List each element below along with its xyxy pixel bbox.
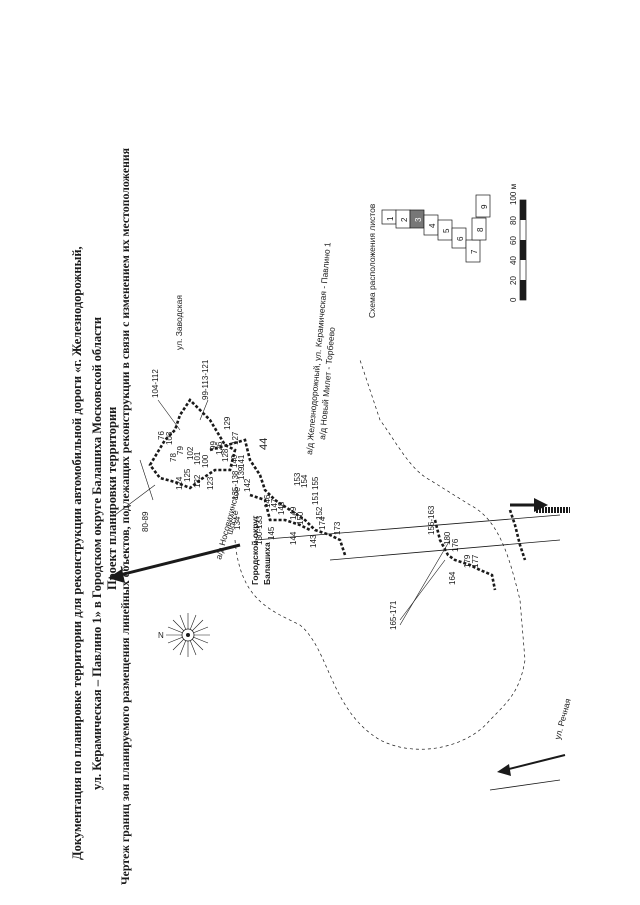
label-177: 177 bbox=[471, 554, 480, 568]
label-152: 152 bbox=[315, 506, 324, 520]
road-label-zavodskaya: ул. Заводская bbox=[174, 295, 184, 350]
road-label-rechnaya: ул. Речная bbox=[552, 697, 573, 740]
label-135-138: 135-138 bbox=[231, 470, 240, 500]
compass-north-label: N bbox=[158, 631, 164, 640]
sheet-label-8: 8 bbox=[476, 227, 485, 232]
label-122: 122 bbox=[193, 474, 202, 488]
label-155: 155 bbox=[311, 476, 320, 490]
label-99: 99 bbox=[209, 441, 218, 450]
sheet-label-4: 4 bbox=[428, 223, 437, 228]
sheet-label-2: 2 bbox=[400, 217, 409, 222]
sheet-label-3: 3 bbox=[414, 217, 423, 222]
label-139: 139 bbox=[237, 466, 246, 480]
scale-tick-20: 20 bbox=[509, 276, 518, 285]
label-102: 102 bbox=[186, 446, 195, 460]
label-151: 151 bbox=[311, 491, 320, 505]
sheet-label-1: 1 bbox=[386, 216, 395, 221]
district-label-1: Городской округ bbox=[250, 515, 260, 585]
sheet-8 bbox=[471, 217, 487, 241]
label-156-163: 156-163 bbox=[427, 505, 436, 535]
road-rechnaya-line bbox=[489, 779, 561, 791]
sheet-9 bbox=[475, 194, 491, 218]
label-173: 173 bbox=[333, 521, 342, 535]
label-78: 78 bbox=[169, 453, 178, 462]
district-label-2: Балашиха bbox=[262, 542, 272, 585]
label-142: 142 bbox=[243, 478, 252, 492]
district-boundary bbox=[234, 359, 526, 750]
sheet-scheme bbox=[381, 194, 491, 263]
direction-arrow-rechnaya bbox=[497, 754, 566, 776]
scale-bar bbox=[519, 199, 527, 301]
label-179: 179 bbox=[463, 554, 472, 568]
sheet-label-6: 6 bbox=[456, 236, 465, 241]
label-80-89: 80-89 bbox=[141, 511, 150, 532]
label-127: 127 bbox=[231, 431, 240, 445]
label-165-171: 165-171 bbox=[389, 600, 398, 630]
label-125: 125 bbox=[183, 468, 192, 482]
sheet-6 bbox=[451, 227, 467, 249]
label-130-133: 130-133 bbox=[255, 515, 264, 545]
label-143: 143 bbox=[309, 534, 318, 548]
compass-icon bbox=[166, 613, 210, 657]
direction-arrow-nosovikhinskoe bbox=[108, 543, 241, 583]
label-123: 123 bbox=[206, 476, 215, 490]
scale-tick-0: 0 bbox=[509, 297, 518, 302]
label-103: 103 bbox=[165, 431, 174, 445]
zone-boundary-north bbox=[148, 397, 237, 490]
label-164: 164 bbox=[448, 571, 457, 585]
label-129: 129 bbox=[223, 416, 232, 430]
sheet-scheme-title: Схема расположения листов bbox=[367, 203, 377, 318]
label-99-113-121: 99-113-121 bbox=[201, 359, 210, 400]
label-148: 148 bbox=[277, 501, 286, 515]
label-147: 147 bbox=[270, 498, 279, 512]
label-146: 146 bbox=[263, 494, 272, 508]
label-126: 126 bbox=[215, 441, 224, 455]
label-79: 79 bbox=[176, 446, 185, 455]
label-104-112: 104-112 bbox=[151, 369, 160, 398]
scale-tick-60: 60 bbox=[509, 236, 518, 245]
label-141: 141 bbox=[237, 454, 246, 468]
sheet-label-7: 7 bbox=[470, 249, 479, 254]
label-150: 150 bbox=[296, 511, 305, 525]
label-174: 174 bbox=[318, 516, 327, 530]
label-134: 134 bbox=[233, 516, 242, 530]
label-76: 76 bbox=[157, 431, 166, 440]
scale-tick-40: 40 bbox=[509, 256, 518, 265]
sheet-label-5: 5 bbox=[442, 228, 451, 233]
label-180: 180 bbox=[443, 531, 452, 545]
label-124: 124 bbox=[175, 476, 184, 490]
label-154: 154 bbox=[300, 474, 309, 488]
label-145: 145 bbox=[267, 526, 276, 540]
label-100: 100 bbox=[201, 454, 210, 468]
label-140: 140 bbox=[230, 454, 239, 468]
scale-tick-100: 100 м bbox=[509, 184, 518, 205]
point-labels: 80-89 104-112 99-113-121 76 103 102 101 … bbox=[141, 359, 480, 630]
zone-boundary-center bbox=[209, 438, 347, 556]
zone-boundary-east bbox=[508, 509, 527, 561]
scale-tick-80: 80 bbox=[509, 216, 518, 225]
label-149: 149 bbox=[289, 506, 298, 520]
label-101: 101 bbox=[193, 451, 202, 465]
sheet-label-9: 9 bbox=[480, 204, 489, 209]
label-176: 176 bbox=[451, 538, 460, 552]
label-153: 153 bbox=[293, 472, 302, 486]
road-keramicheskaya-line bbox=[254, 514, 561, 541]
label-144: 144 bbox=[289, 531, 298, 545]
label-128: 128 bbox=[221, 448, 230, 462]
